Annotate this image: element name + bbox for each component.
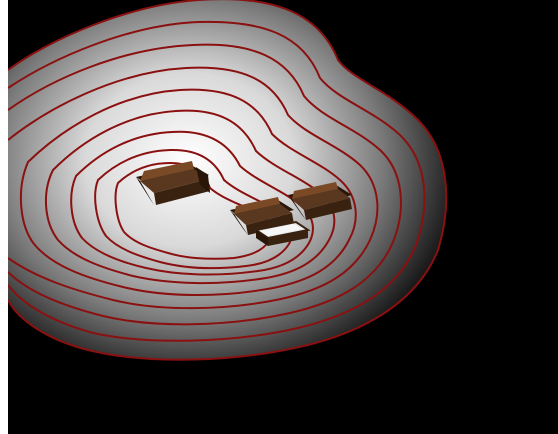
- contour-line-4: [8, 66, 379, 310]
- sofa-left: [136, 161, 210, 205]
- heatmap-scene: [8, 0, 558, 434]
- contour-line-3: [8, 43, 402, 326]
- contour-line-7: [70, 130, 314, 276]
- contour-line-1: [8, 0, 448, 361]
- render-viewport: [8, 0, 558, 434]
- contour-line-6: [44, 109, 336, 285]
- contour-line-5: [19, 88, 357, 297]
- contour-line-8: [94, 148, 294, 270]
- sofa-right: [288, 182, 352, 220]
- contour-line-2: [8, 20, 426, 342]
- coffee-table: [253, 220, 311, 246]
